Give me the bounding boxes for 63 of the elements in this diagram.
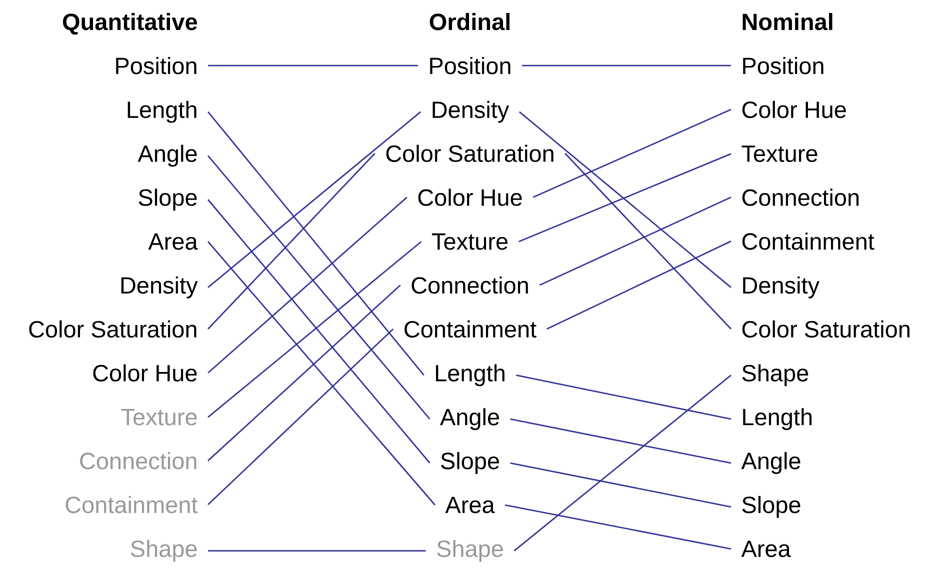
text-label: Color Saturation — [29, 320, 196, 338]
text-label: Length — [743, 408, 812, 430]
text-label: Texture — [742, 146, 818, 162]
text-label: Angle — [138, 144, 197, 167]
connector-line — [208, 550, 426, 552]
connector-line — [518, 153, 732, 242]
text-label: Length — [128, 100, 196, 123]
text-label: Area — [445, 496, 495, 514]
text-label: Slope — [138, 188, 197, 211]
text-label: Color Saturation — [386, 144, 554, 162]
text-label: Containment — [742, 232, 874, 250]
text-label: Area — [741, 540, 791, 558]
connector-line — [514, 374, 732, 552]
connector-line — [207, 155, 430, 420]
text-label: Color Hue — [418, 188, 522, 206]
text-label: Connection — [742, 188, 859, 206]
connector-line — [504, 504, 732, 550]
column-heading: Nominal — [742, 12, 832, 30]
connector-line — [207, 199, 430, 464]
connector-line — [522, 64, 731, 66]
text-label: Position — [430, 56, 510, 74]
connector-line — [208, 64, 418, 66]
connector-line — [510, 418, 732, 464]
text-label: Texture — [121, 409, 197, 426]
text-label: Angle — [440, 408, 499, 430]
connector-line — [208, 328, 394, 506]
text-label: Length — [436, 364, 504, 386]
connector-line — [518, 111, 732, 288]
text-label: Slope — [742, 496, 800, 518]
text-label: Color Hue — [93, 364, 197, 382]
text-label: Color Saturation — [742, 320, 910, 338]
text-label: Connection — [80, 452, 196, 470]
text-label: Connection — [412, 276, 528, 294]
text-label: Slope — [441, 452, 499, 474]
connector-line — [208, 241, 422, 418]
connector-line — [532, 108, 732, 198]
column-heading: Ordinal — [430, 12, 510, 30]
text-label: Density — [432, 100, 510, 123]
text-label: Color Hue — [742, 100, 846, 118]
connector-line — [546, 240, 732, 330]
text-label: Containment — [66, 496, 198, 514]
connector-line — [564, 152, 732, 330]
text-label: Density — [743, 276, 820, 298]
connector-line — [510, 462, 732, 508]
connector-line — [208, 111, 422, 288]
text-label: Area — [148, 233, 198, 250]
connector-line — [208, 152, 376, 330]
text-label: Angle — [741, 452, 800, 474]
connector-line — [208, 196, 408, 374]
connector-line — [207, 111, 424, 376]
connector-line — [208, 284, 401, 462]
connector-line — [207, 241, 436, 506]
column-heading: Quantitative — [62, 12, 197, 35]
text-label: Density — [121, 276, 198, 298]
text-label: Shape — [742, 364, 808, 386]
connector-line — [516, 374, 732, 420]
text-label: Texture — [432, 233, 508, 250]
text-label: Shape — [437, 540, 503, 562]
text-label: Position — [743, 56, 824, 74]
connector-line — [539, 196, 732, 286]
text-label: Containment — [404, 320, 536, 338]
text-label: Shape — [130, 540, 197, 562]
text-label: Position — [116, 56, 196, 74]
